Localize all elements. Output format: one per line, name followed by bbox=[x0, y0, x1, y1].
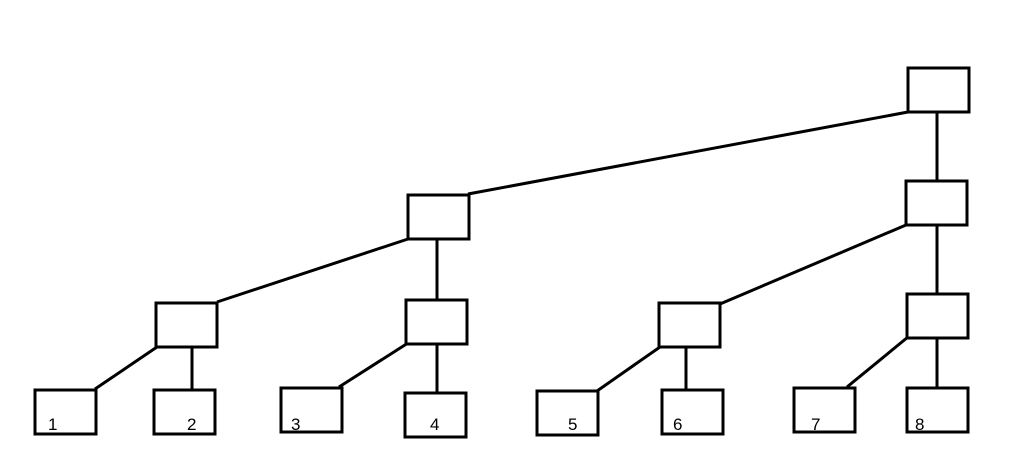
leaf-node-box bbox=[660, 388, 725, 436]
root-node bbox=[906, 66, 971, 114]
leaf-node: 7 bbox=[792, 386, 857, 434]
leaf-node-box bbox=[905, 386, 970, 434]
edge-r1-to-leaf5 bbox=[596, 345, 661, 393]
node-level1-left bbox=[406, 193, 471, 241]
leaf-label: 7 bbox=[811, 415, 820, 434]
leaf-label: 3 bbox=[291, 415, 300, 434]
leaf-node: 3 bbox=[279, 386, 344, 434]
leaf-node: 8 bbox=[905, 386, 970, 434]
leaf-label: 6 bbox=[673, 415, 682, 434]
edge-right-to-r1 bbox=[719, 223, 907, 306]
leaf-node: 5 bbox=[535, 389, 600, 437]
leaf-node-box bbox=[535, 389, 600, 437]
node-level2-1 bbox=[154, 301, 219, 349]
node-level2-2 bbox=[404, 298, 469, 346]
internal-nodes bbox=[154, 66, 971, 349]
edges bbox=[94, 110, 939, 393]
leaf-node-box bbox=[403, 391, 468, 439]
edge-l1-to-leaf1 bbox=[94, 345, 158, 391]
node-level2-3 bbox=[657, 301, 722, 349]
edge-r2-to-leaf7 bbox=[846, 335, 909, 389]
leaf-node-box bbox=[33, 388, 98, 436]
leaf-label: 4 bbox=[430, 415, 439, 434]
leaf-node: 6 bbox=[660, 388, 725, 436]
node-level1-right bbox=[904, 179, 969, 227]
leaf-nodes: 1 2 3 4 5 6 7 8 bbox=[33, 386, 970, 439]
leaf-node-box bbox=[152, 388, 217, 436]
leaf-node: 2 bbox=[152, 388, 217, 436]
node-level2-4 bbox=[905, 292, 970, 340]
edge-left-to-l1 bbox=[216, 237, 409, 304]
leaf-node: 4 bbox=[403, 391, 468, 439]
leaf-node: 1 bbox=[33, 388, 98, 436]
leaf-node-box bbox=[279, 386, 344, 434]
leaf-label: 1 bbox=[48, 415, 57, 434]
leaf-label: 5 bbox=[568, 415, 577, 434]
leaf-node-box bbox=[792, 386, 857, 434]
edge-l2-to-leaf3 bbox=[338, 341, 409, 389]
leaf-label: 2 bbox=[187, 415, 196, 434]
edge-root-to-left bbox=[467, 110, 909, 196]
leaf-label: 8 bbox=[915, 415, 924, 434]
